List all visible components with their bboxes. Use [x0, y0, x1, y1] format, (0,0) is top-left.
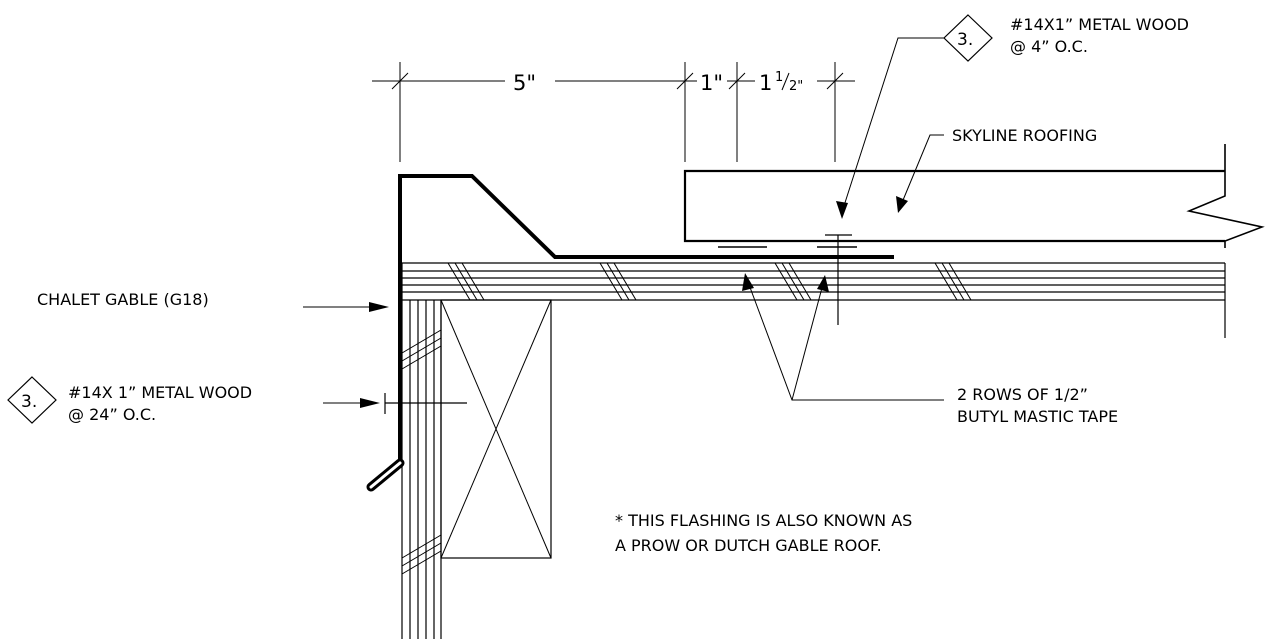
- note-line1: * THIS FLASHING IS ALSO KNOWN AS: [615, 511, 912, 530]
- callout-side-line1: #14X 1” METAL WOOD: [68, 383, 252, 402]
- framing-member: [440, 299, 552, 559]
- dimension-string: 5" 1" 1 1 2": [372, 62, 855, 162]
- callout-top-tag: 3.: [957, 30, 973, 50]
- roof-screw: [825, 234, 852, 325]
- callout-roofing: SKYLINE ROOFING: [896, 126, 1097, 213]
- detail-tag-diamond: [943, 14, 993, 62]
- callout-roofing-label: SKYLINE ROOFING: [952, 126, 1097, 145]
- wall-boards: [401, 263, 442, 639]
- chalet-gable-flashing: [366, 174, 894, 492]
- callout-tape-line2: BUTYL MASTIC TAPE: [957, 407, 1118, 426]
- callout-butyl-tape: 2 ROWS OF 1/2” BUTYL MASTIC TAPE: [742, 273, 1118, 426]
- callout-tape-line1: 2 ROWS OF 1/2”: [957, 385, 1088, 404]
- dimension-label-1in: 1": [700, 71, 723, 95]
- callout-top-screw: 3. #14X1” METAL WOOD @ 4” O.C.: [836, 14, 1189, 219]
- callout-side-screw: 3. #14X 1” METAL WOOD @ 24” O.C.: [7, 376, 380, 424]
- callout-side-tag: 3.: [21, 392, 37, 412]
- callout-top-line2: @ 4” O.C.: [1010, 37, 1088, 56]
- dimension-label-5in: 5": [513, 71, 536, 95]
- callout-gable: CHALET GABLE (G18): [37, 290, 389, 312]
- dimension-label-1-5in-numerator: 1: [775, 70, 783, 85]
- callout-gable-label: CHALET GABLE (G18): [37, 290, 209, 309]
- callout-side-line2: @ 24” O.C.: [68, 405, 156, 424]
- dimension-label-1-5in-whole: 1: [759, 71, 772, 95]
- callout-top-line1: #14X1” METAL WOOD: [1010, 15, 1189, 34]
- deck-hatch: [447, 262, 972, 301]
- side-screw: [384, 393, 467, 414]
- drawing-note: * THIS FLASHING IS ALSO KNOWN AS A PROW …: [615, 511, 912, 555]
- note-line2: A PROW OR DUTCH GABLE ROOF.: [615, 536, 882, 555]
- dimension-label-1-5in-denominator: 2": [789, 79, 803, 94]
- detail-tag-diamond: [7, 376, 57, 424]
- skyline-roofing-panel: [683, 144, 1265, 248]
